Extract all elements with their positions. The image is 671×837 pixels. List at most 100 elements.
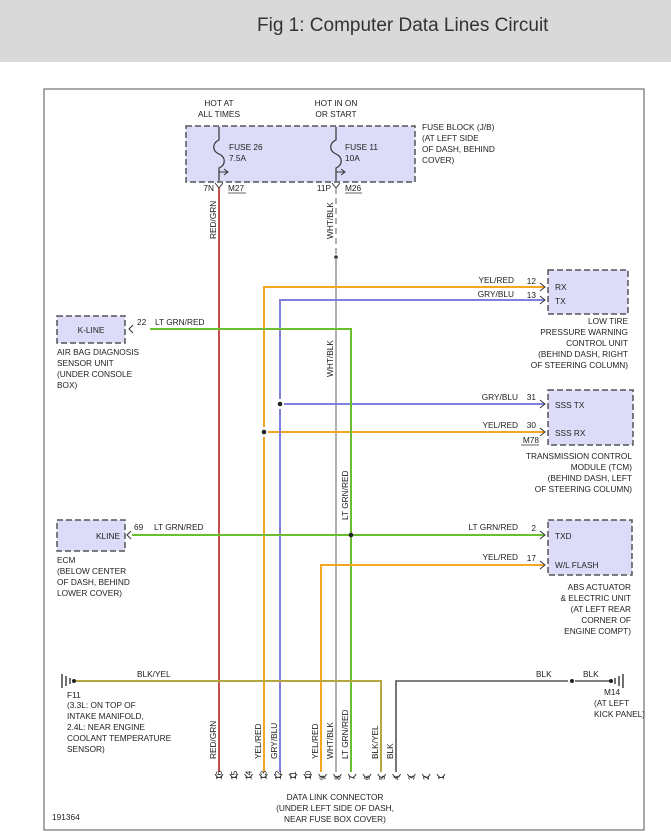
abs-label-3: (AT LEFT REAR — [571, 604, 631, 614]
fuse-conn-m27: M27 — [228, 183, 245, 193]
label-gry-blu-bottom: GRY/BLU — [269, 723, 279, 759]
splice-gry-blu — [277, 401, 283, 407]
abs-wl-flash-label: W/L FLASH — [555, 560, 599, 570]
fuse-11-rating: 10A — [345, 153, 360, 163]
ecm-box — [56, 519, 126, 552]
fuse-block-label-2: (AT LEFT SIDE — [422, 133, 479, 143]
dlc-pin-arc-icon — [229, 773, 239, 778]
tcm-box — [547, 389, 634, 446]
label-gry-blu-tx: GRY/BLU — [478, 289, 514, 299]
abs-pin-17-arrow-icon — [539, 560, 546, 570]
ground-f11-label-4: COOLANT TEMPERATURE — [67, 733, 172, 743]
fuse-pin-11p: 11P — [317, 183, 332, 193]
label-lt-grn-red-ecm: LT GRN/RED — [154, 522, 203, 532]
ecm-label-4: LOWER COVER) — [57, 588, 122, 598]
label-lt-grn-red-bottom: LT GRN/RED — [340, 710, 350, 759]
ecm-pin-arrow-icon — [126, 530, 132, 540]
label-wht-blk-mid: WHT/BLK — [325, 340, 335, 377]
tire-unit-label-2: PRESSURE WARNING — [540, 327, 628, 337]
tcm-sss-tx-label: SSS TX — [555, 400, 585, 410]
airbag-kline-label: K-LINE — [78, 325, 105, 335]
abs-label-4: CORNER OF — [581, 615, 631, 625]
ecm-pin-69: 69 — [134, 522, 144, 532]
wire-blk-yel — [74, 680, 382, 772]
tire-tx-label: TX — [555, 296, 566, 306]
ecm-kline-label: KLINE — [96, 531, 120, 541]
abs-pin-2: 2 — [531, 523, 536, 533]
label-yel-red-tcm: YEL/RED — [482, 420, 518, 430]
airbag-box — [56, 315, 126, 344]
ground-f11-icon — [61, 674, 76, 688]
airbag-pin-arrow-icon — [128, 324, 134, 334]
pin-11p-arrow-icon — [331, 182, 341, 189]
wire-yel-red-abs — [320, 564, 544, 772]
tcm-pin-31-arrow-icon — [539, 399, 546, 409]
dlc-pin-arc-icon — [436, 773, 446, 778]
fuse-block-label-3: OF DASH, BEHIND — [422, 144, 495, 154]
dlc-pin-10: 10 — [303, 770, 313, 780]
ground-f11-label-5: SENSOR) — [67, 744, 105, 754]
ground-f11: F11 (3.3L: ON TOP OF INTAKE MANIFOLD, 2.… — [61, 674, 172, 754]
tcm-pin-31: 31 — [527, 392, 537, 402]
hot-in-on-label-1: HOT IN ON — [315, 98, 358, 108]
dlc-pin-arc-icon — [333, 773, 342, 778]
dlc-label-3: NEAR FUSE BOX COVER) — [284, 814, 386, 824]
dlc-pin-arc-icon — [273, 773, 283, 778]
tcm-sss-rx-label: SSS RX — [555, 428, 586, 438]
dlc-pin-arc-icon — [214, 773, 224, 778]
fuse-26-label: FUSE 26 — [229, 142, 263, 152]
airbag-label-2: SENSOR UNIT — [57, 358, 114, 368]
label-blk-horizontal: BLK — [536, 669, 552, 679]
label-blk-ground: BLK — [583, 669, 599, 679]
abs-label-2: & ELECTRIC UNIT — [560, 593, 631, 603]
label-blk-bottom: BLK — [385, 743, 395, 759]
airbag-sensor-unit: K-LINE 22 AIR BAG DIAGNOSIS SENSOR UNIT … — [56, 315, 147, 390]
label-blk-yel-horizontal: BLK/YEL — [137, 669, 171, 679]
ecm-label-1: ECM — [57, 555, 76, 565]
fuse-block-box — [185, 125, 416, 183]
dlc-label-1: DATA LINK CONNECTOR — [287, 792, 384, 802]
hot-in-on-label-2: OR START — [315, 109, 356, 119]
fuse-block-label-4: COVER) — [422, 155, 455, 165]
hot-at-all-times-label-1: HOT AT — [204, 98, 233, 108]
dlc-pin-arc-icon — [303, 773, 313, 778]
label-yel-red-rx: YEL/RED — [478, 275, 514, 285]
label-red-grn-top: RED/GRN — [208, 201, 218, 239]
tire-unit-label-1: LOW TIRE — [588, 316, 628, 326]
ground-m14-label-1: (AT LEFT — [594, 698, 629, 708]
label-yel-red-bottom-9: YEL/RED — [310, 723, 320, 759]
abs-box — [547, 519, 633, 576]
tcm-pin-30-arrow-icon — [539, 427, 546, 437]
ecm-label-2: (BELOW CENTER — [57, 566, 126, 576]
label-wht-blk-top: WHT/BLK — [325, 202, 335, 239]
dlc-pin-arc-icon — [421, 773, 431, 778]
ground-f11-label-2: INTAKE MANIFOLD, — [67, 711, 144, 721]
dlc-pin-arc-icon — [347, 773, 357, 778]
tcm-label-1: TRANSMISSION CONTROL — [526, 451, 632, 461]
tcm-label-2: MODULE (TCM) — [571, 462, 633, 472]
fuse-block: HOT AT ALL TIMES HOT IN ON OR START FUSE… — [185, 98, 495, 194]
dlc-label-2: (UNDER LEFT SIDE OF DASH, — [276, 803, 394, 813]
label-lt-grn-red-abs: LT GRN/RED — [469, 522, 518, 532]
tire-pin-12: 12 — [527, 276, 537, 286]
wire-gry-blu-tire — [279, 299, 544, 399]
fuse-26-icon — [213, 127, 229, 181]
dlc-pin-13: 13 — [258, 770, 268, 780]
label-yel-red-abs: YEL/RED — [482, 552, 518, 562]
fuse-block-label-1: FUSE BLOCK (J/B) — [422, 122, 495, 132]
dlc-pin-arc-icon — [288, 773, 298, 778]
ground-m14: M14 (AT LEFT KICK PANEL) — [594, 674, 645, 719]
ecm-label-3: OF DASH, BEHIND — [57, 577, 130, 587]
label-lt-grn-red-mid: LT GRN/RED — [340, 471, 350, 520]
abs-label-1: ABS ACTUATOR — [568, 582, 631, 592]
dlc-pin-15: 15 — [229, 770, 239, 780]
dlc-pin-16: 16 — [214, 770, 224, 780]
label-blk-yel-bottom: BLK/YEL — [370, 725, 380, 759]
dlc-pin-arc-icon — [377, 773, 387, 778]
tcm-pin-30: 30 — [527, 420, 537, 430]
dlc-pin-arc-icon — [407, 773, 416, 778]
tcm-unit: SSS TX SSS RX 31 30 M78 TRANSMISSION CON… — [521, 389, 634, 494]
